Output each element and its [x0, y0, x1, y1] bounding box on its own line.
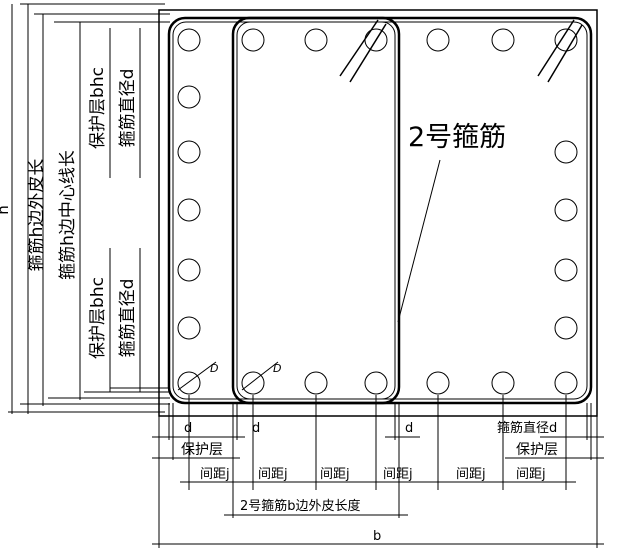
stirrup-no2-label: 2号箍筋 — [408, 122, 506, 153]
rebar — [177, 140, 201, 164]
stirrup-no2-inner — [236, 21, 396, 400]
stirrup-no2-b-label: 2号箍筋b边外皮长度 — [240, 498, 361, 514]
stirrup-h-center-label: 箍筋h边中心线长 — [58, 150, 78, 280]
rebar — [241, 28, 265, 52]
cover-bhc-bottom-label: 保护层bhc — [88, 277, 108, 359]
rebar — [554, 198, 578, 222]
spacing-label: 间距j — [200, 467, 230, 482]
rebar — [177, 28, 201, 52]
rebar — [554, 258, 578, 282]
rebar — [177, 198, 201, 222]
cover-right-label: 保护层 — [516, 442, 558, 458]
h-label: h — [0, 205, 12, 215]
spacing-label: 间距j — [383, 467, 413, 482]
rebar — [426, 371, 450, 395]
rebar — [364, 28, 388, 52]
stirrup-no2 — [231, 16, 401, 405]
stirrup-diameter-right-label: 箍筋直径d — [497, 420, 557, 436]
hook-right — [537, 19, 583, 83]
hook-mid — [339, 19, 387, 83]
rebar — [304, 28, 328, 52]
b-label: b — [373, 529, 381, 544]
stirrup-diameter-bottom-label: 箍筋直径d — [118, 279, 138, 358]
bar-diameter-line — [177, 361, 217, 391]
spacing-label: 间距j — [516, 467, 546, 482]
bottom-dimensions — [152, 395, 604, 548]
cover-bhc-top-label: 保护层bhc — [88, 67, 108, 149]
rebar — [304, 371, 328, 395]
cover-left-label: 保护层 — [181, 442, 223, 458]
column-outline — [158, 9, 598, 417]
rebar — [364, 371, 388, 395]
rebar — [554, 316, 578, 340]
d-mid1-label: d — [252, 421, 260, 436]
rebar — [554, 28, 578, 52]
rebar — [177, 258, 201, 282]
rebar — [241, 371, 265, 395]
d-mid2-label: d — [405, 421, 413, 436]
rebars — [177, 28, 578, 395]
rebar — [491, 371, 515, 395]
spacing-label: 间距j — [456, 467, 486, 482]
stirrup-diameter-top-label: 箍筋直径d — [118, 69, 138, 148]
spacing-label: 间距j — [258, 467, 288, 482]
bar-diameter-label: D — [210, 362, 218, 375]
rebar — [177, 316, 201, 340]
rebar — [554, 140, 578, 164]
stirrup-h-outer-label: 箍筋h边外皮长 — [27, 159, 47, 272]
bar-diameter-label: D — [273, 362, 281, 375]
rebar — [554, 371, 578, 395]
spacing-label: 间距j — [320, 467, 350, 482]
rebar — [177, 371, 201, 395]
rebar — [491, 28, 515, 52]
d-left-label: d — [184, 421, 192, 436]
rebar — [177, 85, 201, 109]
stirrup-no2-leader — [397, 159, 441, 323]
bar-diameter-line — [241, 361, 279, 391]
outer-stirrup-inner — [172, 21, 588, 400]
left-dimensions — [8, 3, 170, 414]
rebar — [426, 28, 450, 52]
